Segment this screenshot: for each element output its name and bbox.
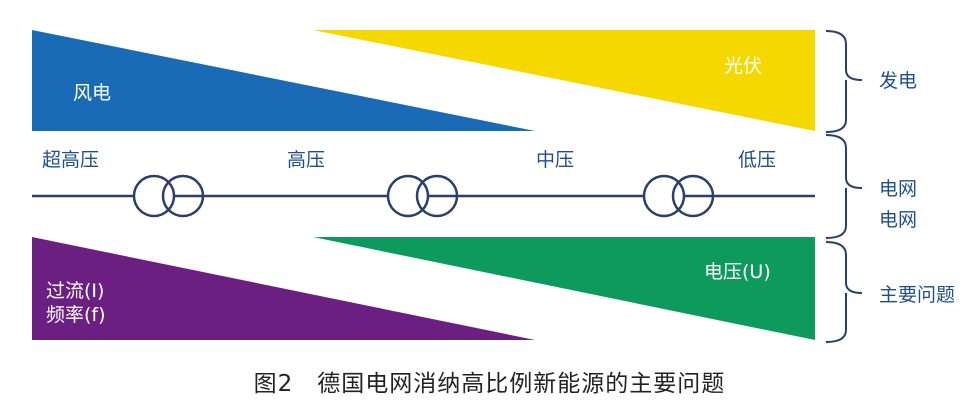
frequency-label: 频率(f): [46, 304, 106, 326]
transformer-icon: [386, 174, 459, 218]
transformer-icon: [642, 174, 715, 218]
brace-label-generation: 发电: [879, 70, 918, 92]
brace-label-grid-1: 电网: [879, 178, 918, 200]
current-frequency-wedge: [32, 237, 535, 340]
brace-label-grid-2: 电网: [879, 209, 918, 231]
solar-wedge: [313, 30, 815, 131]
voltage-wedge: [313, 237, 815, 340]
solar-label: 光伏: [724, 55, 763, 77]
brace-label-problems: 主要问题: [879, 284, 956, 306]
level-ultra-high: 超高压: [42, 149, 100, 171]
wind-label: 风电: [73, 82, 112, 104]
brace-generation: [825, 30, 863, 133]
level-medium: 中压: [536, 149, 575, 171]
current-label: 过流(I): [46, 280, 105, 302]
figure-caption: 图2 德国电网消纳高比例新能源的主要问题: [253, 371, 726, 397]
brace-grid: [825, 134, 863, 239]
level-low: 低压: [738, 149, 777, 171]
wind-wedge: [32, 30, 535, 131]
brace-problems: [825, 241, 863, 343]
voltage-label: 电压(U): [704, 261, 771, 283]
transformer-icon: [132, 174, 205, 218]
level-high: 高压: [287, 149, 326, 171]
